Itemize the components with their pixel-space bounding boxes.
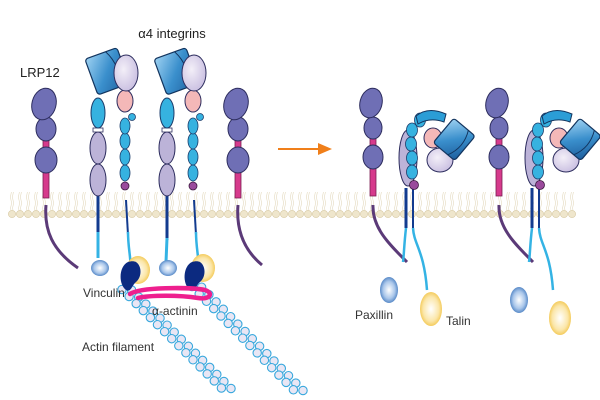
actin-monomer	[216, 311, 226, 321]
actin-monomer	[274, 370, 284, 380]
actin-monomer	[216, 383, 227, 393]
lrp12-receptor-left	[31, 87, 79, 270]
actin-monomer	[152, 319, 163, 330]
actin-monomer	[166, 333, 177, 344]
actin-monomer	[281, 377, 291, 388]
label-lrp12: LRP12	[20, 65, 60, 80]
lrp12-receptor-bent-2	[485, 87, 535, 264]
actin-monomer	[298, 385, 308, 396]
actin-monomer	[208, 303, 219, 314]
actin-monomer	[230, 326, 241, 336]
actin-monomer	[288, 385, 299, 395]
paxillin-left-1	[91, 260, 109, 276]
actin-monomer	[195, 362, 205, 372]
actin-monomer	[202, 369, 212, 379]
bent-integrin-2	[524, 110, 600, 291]
actin-monomer	[181, 348, 191, 358]
paxillin-free-2	[510, 287, 528, 313]
bent-integrin-1	[398, 110, 475, 291]
actin-monomer	[145, 312, 156, 323]
cell-membrane	[8, 192, 576, 230]
lrp12-receptor-bent-1	[359, 87, 409, 264]
label-alpha4-integrins: α4 integrins	[138, 26, 206, 41]
vinculin-1	[120, 261, 141, 291]
actin-monomer	[174, 341, 184, 351]
actin-monomer	[159, 326, 170, 337]
talin-free-2	[549, 301, 571, 335]
actin-monomer	[226, 383, 236, 394]
actin-monomer	[223, 318, 233, 329]
right-panel: Paxillin Talin	[355, 87, 600, 335]
alpha-actinin	[127, 285, 213, 301]
actin-monomer	[188, 355, 198, 365]
alpha4-integrin-2	[154, 47, 207, 271]
label-actin-filament: Actin filament	[82, 340, 155, 354]
paxillin-free-1	[380, 277, 398, 303]
actin-monomer	[209, 376, 220, 386]
actin-monomer	[245, 340, 255, 351]
paxillin-left-2	[159, 260, 177, 276]
alpha4-integrin-1	[85, 47, 139, 271]
label-alpha-actinin: α-actinin	[152, 304, 198, 318]
actin-monomer	[252, 348, 262, 358]
actin-monomer	[266, 362, 277, 373]
actin-monomer	[131, 298, 141, 309]
actin-monomer	[237, 333, 248, 343]
vinculin-2	[184, 261, 205, 291]
actin-monomer	[259, 355, 270, 366]
lrp12-receptor-right	[223, 87, 263, 267]
actin-monomer	[138, 305, 149, 316]
talin-free-1	[420, 292, 442, 326]
label-talin: Talin	[446, 314, 471, 328]
transition-arrow	[278, 143, 332, 155]
label-vinculin: Vinculin	[83, 286, 125, 300]
label-paxillin: Paxillin	[355, 308, 393, 322]
left-panel: α4 integrins LRP12 Vinculin α-actinin Ac…	[20, 26, 308, 396]
